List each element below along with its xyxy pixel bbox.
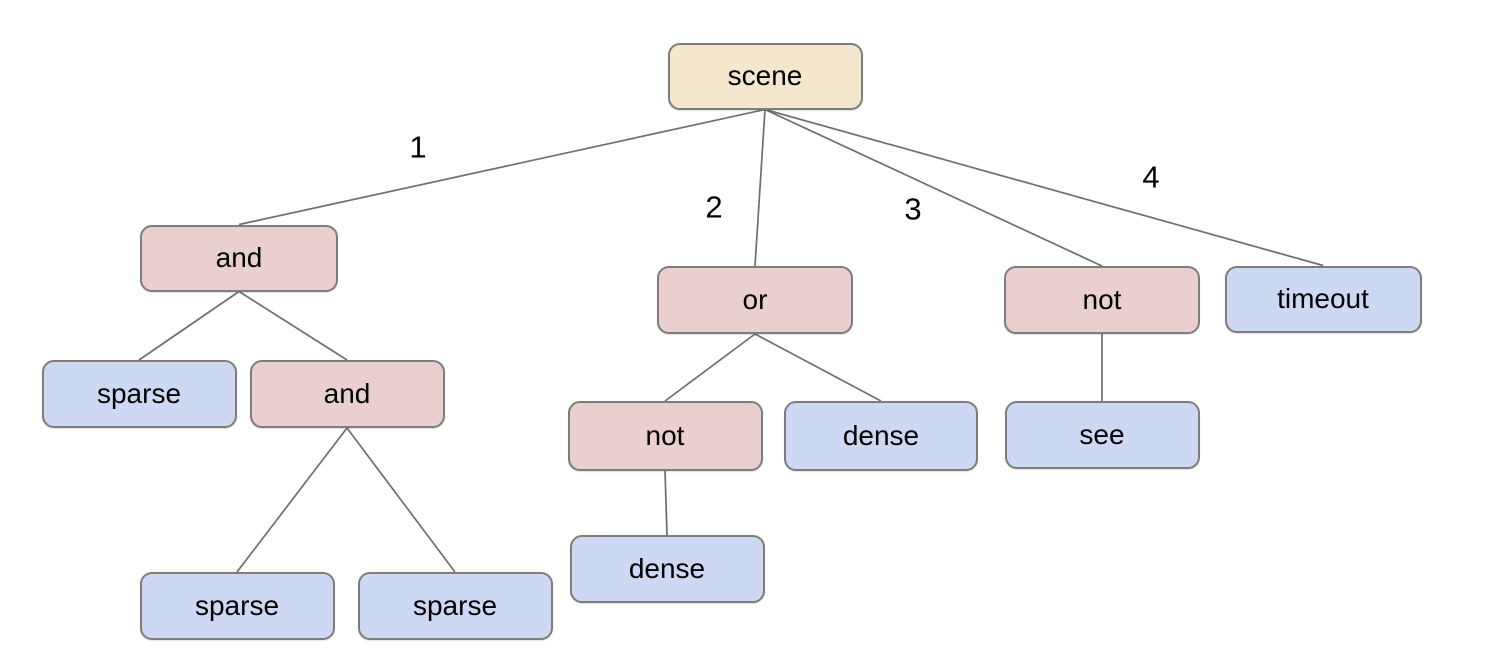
- tree-node-sparse-2: sparse: [139, 572, 335, 640]
- edge-line-and-1-to-sparse-1: [138, 290, 240, 361]
- edge-line-scene-to-timeout-1: [764, 108, 1324, 267]
- edge-line-scene-to-and-1: [238, 108, 766, 226]
- node-label-see-1: see: [1079, 419, 1125, 450]
- node-label-timeout-1: timeout: [1277, 283, 1369, 314]
- node-label-not-1: not: [1082, 284, 1122, 315]
- tree-node-or-1: or: [657, 266, 853, 334]
- edge-label-3: 3: [904, 191, 922, 227]
- tree-node-and-2: and: [249, 360, 445, 428]
- edge-label-4: 4: [1142, 159, 1160, 195]
- tree-node-sparse-1: sparse: [41, 360, 237, 428]
- tree-node-not-1: not: [1004, 266, 1200, 334]
- node-label-or-1: or: [742, 284, 768, 315]
- tree-node-timeout-1: timeout: [1224, 265, 1422, 333]
- node-label-not-2: not: [645, 420, 685, 451]
- edge-line-and-2-to-sparse-2: [236, 427, 348, 573]
- tree-node-sparse-3: sparse: [357, 572, 553, 640]
- edge-line-not-2-to-dense-2: [664, 470, 668, 536]
- edge-line-and-2-to-sparse-3: [346, 427, 456, 573]
- edge-line-scene-to-not-1: [764, 108, 1103, 267]
- node-label-dense-1: dense: [842, 420, 920, 451]
- tree-node-scene: scene: [667, 42, 863, 110]
- tree-node-dense-1: dense: [784, 401, 978, 471]
- tree-node-see-1: see: [1004, 401, 1200, 469]
- node-label-sparse-2: sparse: [194, 590, 280, 621]
- node-label-scene: scene: [727, 60, 803, 91]
- tree-node-not-2: not: [567, 401, 763, 471]
- node-label-dense-2: dense: [628, 553, 706, 584]
- node-label-and-2: and: [323, 378, 371, 409]
- edge-label-2: 2: [705, 189, 723, 225]
- edge-label-1: 1: [409, 129, 427, 165]
- edge-line-scene-to-or-1: [754, 109, 766, 267]
- node-label-sparse-3: sparse: [412, 590, 498, 621]
- node-label-sparse-1: sparse: [96, 378, 182, 409]
- tree-node-dense-2: dense: [569, 535, 765, 603]
- edge-line-or-1-to-not-2: [664, 333, 756, 402]
- edge-line-and-1-to-and-2: [238, 290, 348, 361]
- edge-line-or-1-to-dense-1: [754, 333, 882, 402]
- node-label-and-1: and: [215, 242, 263, 273]
- tree-node-and-1: and: [140, 224, 338, 292]
